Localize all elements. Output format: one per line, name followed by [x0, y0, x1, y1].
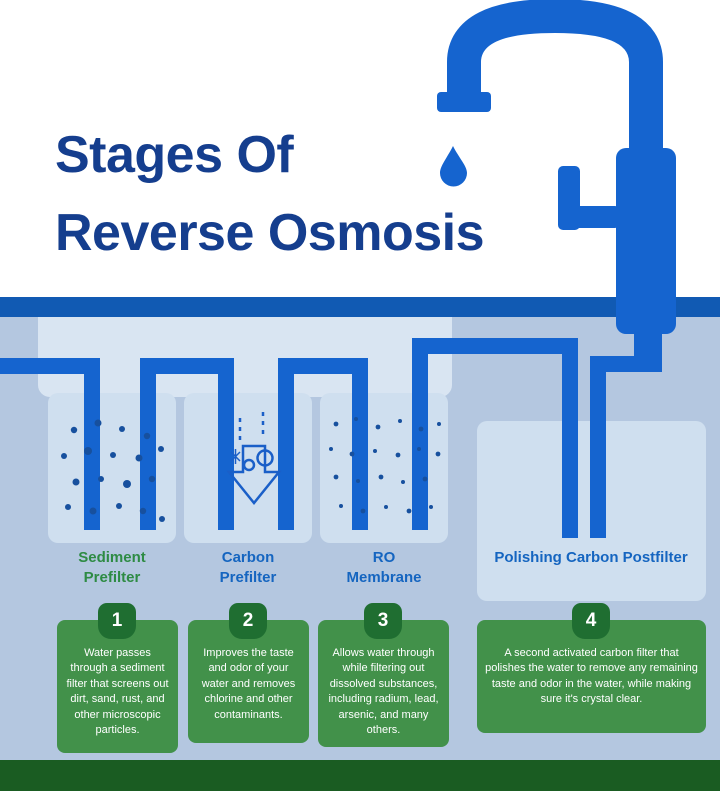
filter-box-sediment — [48, 393, 176, 543]
stage-3-label: RO Membrane — [346, 549, 422, 587]
stage-1-label: Sediment Prefilter — [78, 549, 146, 587]
filter-box-membrane — [320, 393, 448, 543]
stage-2-label: Carbon Prefilter — [219, 549, 277, 587]
page-title: Stages Of Reverse Osmosis — [55, 116, 485, 272]
stage-4-description: A second activated carbon filter that po… — [485, 647, 698, 706]
stage-3-number-badge: 3 — [364, 603, 402, 639]
footer-bar — [0, 760, 720, 791]
filter-box-carbon — [184, 393, 312, 543]
stage-1-number-badge: 1 — [98, 603, 136, 639]
stage-3-card: Allows water through while filtering out… — [318, 620, 449, 747]
stage-3-description: Allows water through while filtering out… — [328, 647, 439, 736]
stage-1-card: Water passes through a sediment filter t… — [57, 620, 178, 753]
stage-2-description: Improves the taste and odor of your wate… — [201, 647, 296, 721]
filter-housing-panel — [38, 317, 452, 397]
filter-box-postfilter — [477, 421, 706, 601]
stage-4-number-badge: 4 — [572, 603, 610, 639]
stage-2-number-badge: 2 — [229, 603, 267, 639]
divider-bar — [0, 297, 720, 317]
stage-4-label: Polishing Carbon Postfilter — [494, 549, 688, 566]
stage-1-description: Water passes through a sediment filter t… — [66, 647, 169, 736]
title-line-1: Stages Of — [55, 126, 294, 184]
title-line-2: Reverse Osmosis — [55, 204, 485, 262]
stage-2-card: Improves the taste and odor of your wate… — [188, 620, 309, 743]
